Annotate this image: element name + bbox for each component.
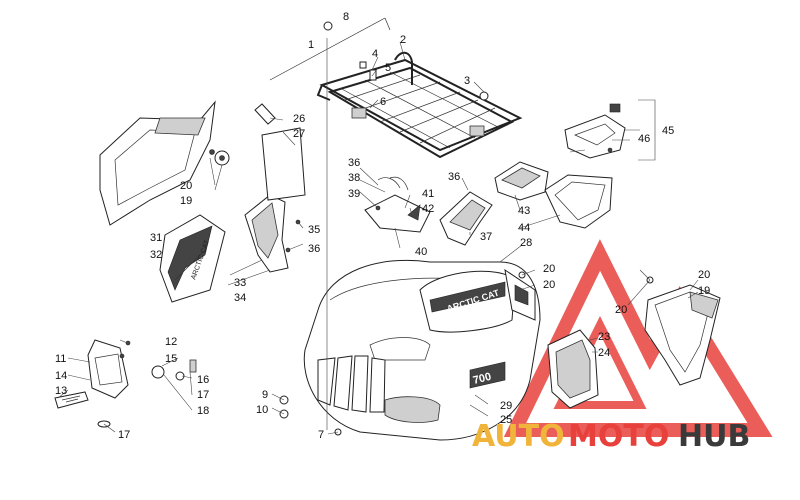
model-number-decal: 700 <box>472 371 493 387</box>
callout-30: 31 <box>150 232 162 244</box>
watermark-auto: AUTO <box>472 419 565 454</box>
callout-19-right: 19 <box>698 285 710 297</box>
front-grille <box>317 355 386 413</box>
left-fender <box>99 100 230 226</box>
callout-36-c: 37 <box>480 231 492 243</box>
headlight-assembly <box>54 339 197 428</box>
callout-32: 33 <box>234 277 246 289</box>
watermark-hub: HUB <box>678 419 750 454</box>
callout-7: 7 <box>318 429 324 441</box>
callout-12: 12 <box>165 336 177 348</box>
storage-tray-lid <box>494 161 549 201</box>
callout-40: 41 <box>422 188 434 200</box>
callout-18: 18 <box>197 405 209 417</box>
callout-4: 4 <box>372 48 378 60</box>
callout-39: 40 <box>415 246 427 258</box>
callout-28: 28 <box>520 237 532 249</box>
callout-20-left: 20 <box>180 180 192 192</box>
callout-34: 35 <box>308 224 320 236</box>
callout-38: 39 <box>348 188 360 200</box>
callout-16: 16 <box>197 374 209 386</box>
callout-9: 9 <box>262 389 268 401</box>
callout-17-b: 17 <box>118 429 130 441</box>
callout-11: 11 <box>55 353 66 365</box>
callout-33: 34 <box>234 292 246 304</box>
splash-panel <box>547 329 599 409</box>
callout-19-left: 19 <box>180 195 192 207</box>
front-body-panel: ARCTIC CAT 700 <box>303 259 541 441</box>
callout-15: 15 <box>165 353 177 365</box>
callout-13: 13 <box>55 385 67 397</box>
callout-26: 26 <box>293 113 305 125</box>
side-decal-panel: ARCTIC CAT <box>159 214 226 303</box>
callout-31: 32 <box>150 249 162 261</box>
callout-27: 27 <box>293 128 305 140</box>
leader-lines <box>57 38 699 435</box>
callout-labels: 8 1 2 4 5 3 6 26 27 20 19 31 32 33 34 35… <box>55 11 710 441</box>
fender-flap <box>244 194 301 273</box>
right-fender <box>644 284 721 386</box>
callout-5: 5 <box>385 62 391 74</box>
callout-14: 14 <box>55 370 67 382</box>
callout-37: 38 <box>348 172 360 184</box>
front-rack <box>269 17 523 159</box>
callout-1: 1 <box>308 39 314 51</box>
callout-41: 42 <box>422 203 434 215</box>
callout-10: 10 <box>256 404 268 416</box>
callout-21: 20 <box>543 263 555 275</box>
callout-29: 29 <box>500 400 512 412</box>
callout-23: 23 <box>598 331 610 343</box>
callout-35: 36 <box>308 243 320 255</box>
callout-36-b: 36 <box>448 171 460 183</box>
callout-36-a: 36 <box>348 157 360 169</box>
callout-17-a: 17 <box>197 389 209 401</box>
callout-42: 43 <box>518 205 530 217</box>
watermark-text: AUTO MOTO HUB <box>472 419 750 454</box>
air-duct <box>439 191 493 246</box>
callout-45: 46 <box>638 133 650 145</box>
callout-43: 44 <box>518 222 530 234</box>
callout-3: 3 <box>464 75 470 87</box>
decal-sheets <box>254 103 306 201</box>
mounting-bracket <box>364 176 431 233</box>
callout-6: 6 <box>380 96 386 108</box>
callout-20-mid: 20 <box>615 304 627 316</box>
watermark-moto: MOTO <box>568 419 669 454</box>
callout-25: 25 <box>500 414 512 426</box>
callout-24: 24 <box>598 347 610 359</box>
callout-8: 8 <box>343 11 349 23</box>
storage-tray <box>544 174 613 229</box>
callout-20-right: 20 <box>698 269 710 281</box>
callout-44: 45 <box>662 125 674 137</box>
gas-cap-cover <box>564 103 626 159</box>
callout-2: 2 <box>400 34 406 46</box>
callout-22: 20 <box>543 279 555 291</box>
